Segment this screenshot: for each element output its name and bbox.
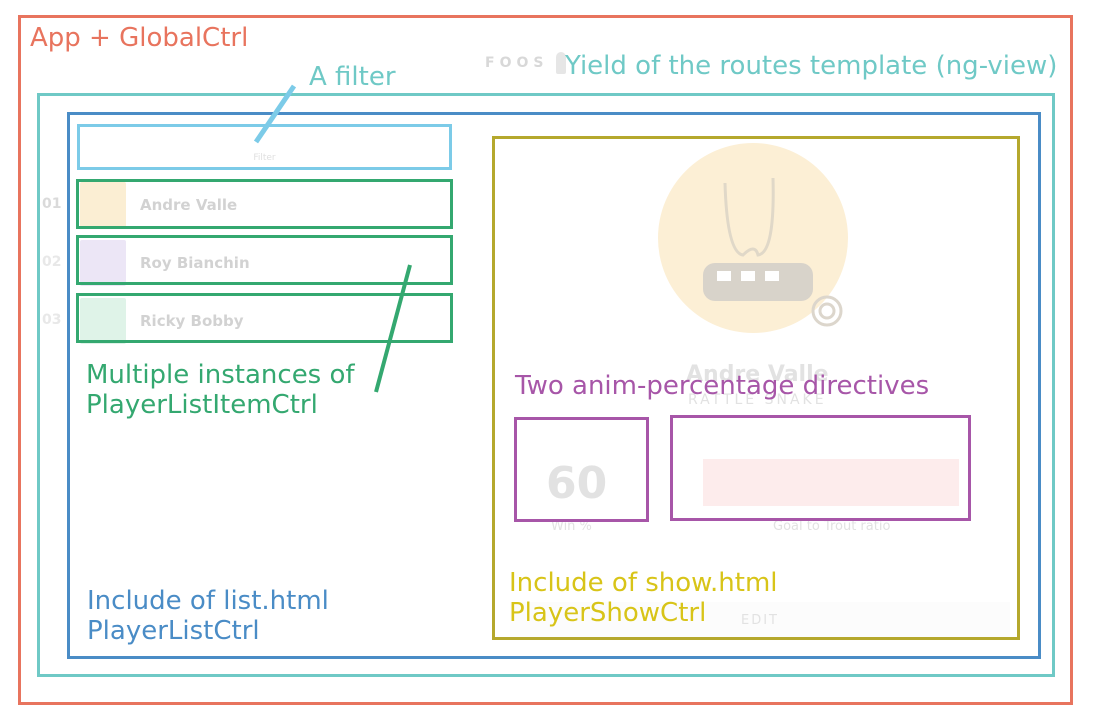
filter-region-frame: [77, 124, 452, 170]
player-avatar-icon: [80, 240, 126, 286]
label-ng-view: Yield of the routes template (ng-view): [565, 51, 1058, 81]
label-percentage-directives: Two anim-percentage directives: [515, 371, 930, 401]
player-number: 01: [42, 196, 62, 212]
percentage-directive-frame: [514, 417, 649, 522]
goal-ratio-bar: [703, 459, 959, 506]
label-filter: A filter: [309, 62, 396, 92]
list-item-frame: [76, 179, 453, 229]
app-region-frame: [18, 15, 1073, 705]
label-item-line1: Multiple instances of: [86, 360, 355, 390]
list-item-frame: [76, 235, 453, 285]
edit-button[interactable]: EDIT: [510, 602, 1010, 638]
label-show-line2: PlayerShowCtrl: [509, 598, 707, 628]
brand-header: FOOS: [485, 52, 567, 74]
player-name[interactable]: Andre Valle: [140, 196, 238, 214]
filter-input[interactable]: Filter: [82, 129, 447, 165]
win-percentage-label: Win %: [551, 519, 592, 534]
player-avatar-large-icon: [658, 143, 848, 333]
brand-text: FOOS: [485, 55, 549, 71]
show-player-nickname: RATTLE SNAKE: [688, 392, 827, 408]
percentage-directive-frame: [670, 415, 971, 521]
player-number: 02: [42, 254, 62, 270]
show-player-name: Andre Valle: [686, 362, 829, 387]
list-region-frame: [67, 112, 1041, 659]
list-item-frame: [76, 293, 453, 343]
player-name[interactable]: Ricky Bobby: [140, 312, 244, 330]
label-item-line2: PlayerListItemCtrl: [86, 390, 318, 420]
label-list-line1: Include of list.html: [87, 586, 329, 616]
player-number: 03: [42, 312, 62, 328]
show-region-frame: [492, 136, 1020, 640]
player-avatar-icon: [80, 182, 126, 228]
player-name[interactable]: Roy Bianchin: [140, 254, 250, 272]
brand-figure-icon: [556, 52, 567, 74]
player-avatar-icon: [80, 298, 126, 344]
edit-button-label: EDIT: [741, 612, 779, 628]
label-app: App + GlobalCtrl: [30, 23, 249, 53]
label-list-line2: PlayerListCtrl: [87, 616, 260, 646]
label-show-line1: Include of show.html: [509, 568, 778, 598]
win-percentage-value: 60: [546, 458, 608, 509]
filter-placeholder: Filter: [253, 153, 276, 163]
ng-view-region-frame: [37, 93, 1055, 677]
goal-ratio-label: Goal to Trout ratio: [773, 519, 891, 534]
